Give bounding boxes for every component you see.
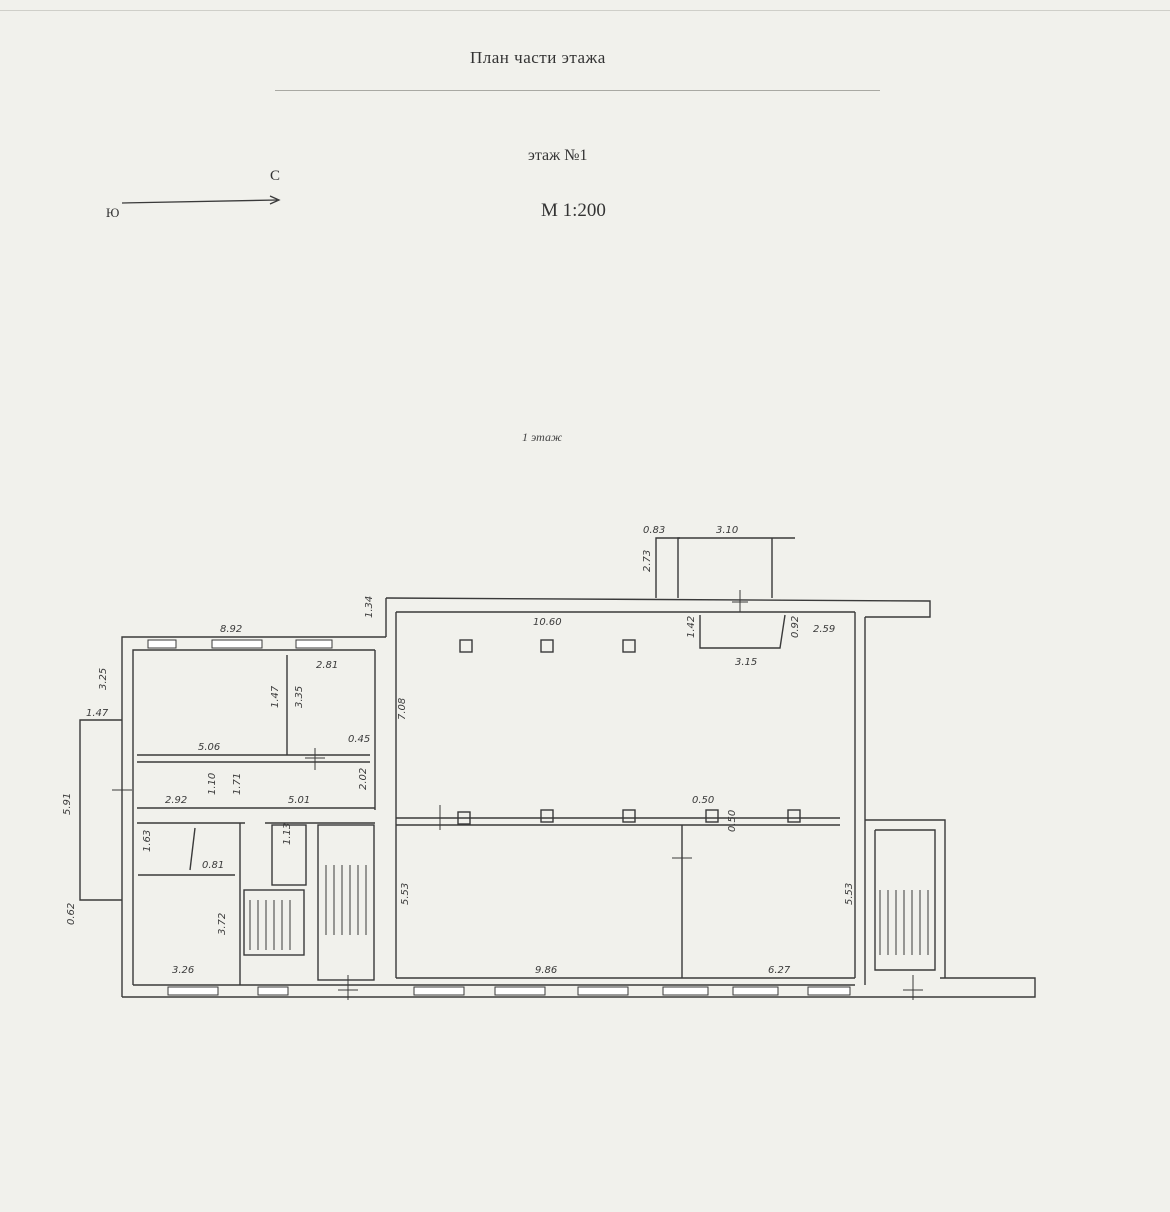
title-underline [275, 90, 880, 91]
dim-label: 0.81 [202, 860, 224, 871]
dim-label: 2.92 [165, 795, 187, 806]
dim-label: 3.25 [98, 668, 109, 690]
dim-label: 8.92 [220, 624, 242, 635]
dim-label: 2.02 [358, 768, 369, 790]
dim-label: 1.71 [232, 773, 243, 795]
dim-label: 1.13 [282, 823, 293, 845]
plan-title: План части этажа [470, 48, 606, 67]
dim-label: 1.42 [686, 616, 697, 638]
floor-number: этаж №1 [528, 147, 588, 164]
walls [79, 537, 1036, 998]
dim-label: 10.60 [533, 617, 562, 628]
dim-label: 3.15 [735, 657, 757, 668]
columns [457, 639, 801, 825]
dim-label: 2.73 [642, 550, 653, 572]
sheet-top-border [0, 10, 1170, 11]
dim-label: 3.35 [294, 686, 305, 708]
stairs [249, 865, 929, 955]
scale-label: М 1:200 [541, 200, 606, 221]
dim-label: 0.92 [790, 616, 801, 638]
dim-label: 3.10 [716, 525, 738, 536]
axis-markers [112, 590, 923, 1000]
dim-label: 5.91 [62, 793, 73, 815]
dim-label: 3.72 [217, 913, 228, 935]
dim-label: 1.10 [207, 773, 218, 795]
dim-label: 1.47 [86, 708, 109, 719]
dim-label: 0.50 [692, 795, 714, 806]
dim-label: 6.27 [768, 965, 791, 976]
compass-arrow-icon [122, 195, 281, 205]
dim-label: 2.59 [813, 624, 835, 635]
dim-label: 5.53 [844, 883, 855, 905]
dim-label: 7.08 [397, 698, 408, 720]
dim-label: 1.63 [142, 830, 153, 852]
windows [147, 639, 851, 996]
dim-label: 0.50 [727, 810, 738, 832]
compass-north-label: С [270, 168, 281, 184]
dimension-labels: 0.83 3.10 2.73 1.34 10.60 1.42 0.92 2.59… [62, 525, 855, 976]
compass-south-label: Ю [106, 205, 120, 220]
dim-label: 1.47 [270, 685, 281, 708]
dim-label: 1.34 [364, 596, 375, 618]
dim-label: 0.83 [643, 525, 665, 536]
dim-label: 0.45 [348, 734, 370, 745]
dim-label: 9.86 [535, 965, 557, 976]
dim-label: 5.01 [288, 795, 310, 806]
plan-caption: 1 этаж [522, 430, 563, 444]
dim-label: 5.06 [198, 742, 220, 753]
dim-label: 0.62 [66, 903, 77, 925]
dim-label: 3.26 [172, 965, 194, 976]
dim-label: 5.53 [400, 883, 411, 905]
dim-label: 2.81 [316, 660, 338, 671]
